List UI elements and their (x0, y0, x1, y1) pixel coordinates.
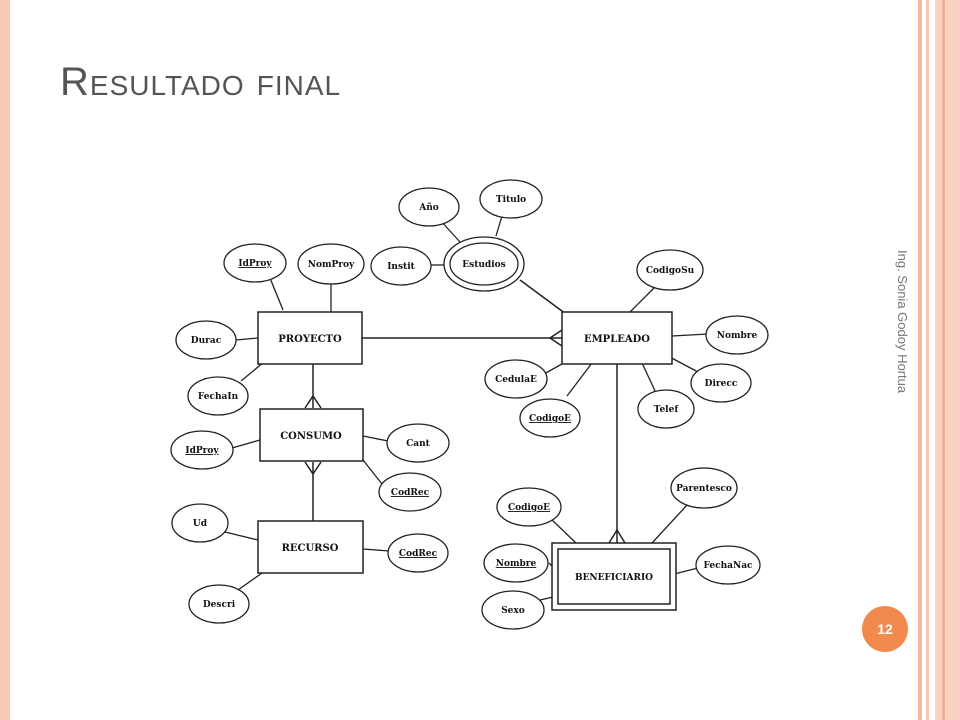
attribute-ellipse (479, 179, 543, 219)
attribute-line (651, 503, 689, 544)
attribute-line (629, 287, 655, 313)
attribute-label-nomproy: NomProy (308, 260, 355, 270)
attribute-ellipse (481, 590, 545, 630)
attribute-ellipse (170, 430, 234, 470)
entity-label-proyecto: PROYECTO (278, 334, 342, 345)
entity-box-empleado (561, 311, 673, 365)
left-border-bar (0, 0, 10, 720)
attribute-ellipse (188, 584, 250, 624)
relationship-lines (304, 279, 626, 544)
attribute-label-telef: Telef (654, 405, 680, 415)
attribute-line (673, 567, 699, 575)
crow-foot (304, 394, 322, 409)
attribute-line (566, 362, 593, 397)
attribute-ellipse (378, 472, 442, 512)
attribute-label-codigoe-key: CodigoE (529, 414, 571, 424)
attribute-line (671, 333, 709, 337)
weak-entity-inner-beneficiario (557, 548, 671, 605)
attribute-ellipse (386, 423, 450, 463)
attribute-label-sexo: Sexo (501, 606, 525, 616)
attribute-labels: Año Titulo Instit Estudios IdProy NomPro… (185, 195, 757, 616)
attribute-ellipses (170, 179, 769, 630)
attribute-line (240, 361, 265, 382)
attribute-ellipse (496, 487, 562, 527)
attribute-ellipse (705, 315, 769, 355)
attribute-label-codigoe-key: CodigoE (508, 503, 550, 513)
attribute-label-parentesco: Parentesco (676, 484, 732, 494)
entity-labels: PROYECTO EMPLEADO CONSUMO RECURSO BENEFI… (278, 334, 653, 583)
attribute-label-cedulae: CedulaE (495, 375, 537, 385)
attribute-line (224, 531, 259, 541)
attribute-ellipse (690, 363, 752, 403)
attribute-label-fechain: FechaIn (198, 392, 239, 402)
right-border-line (942, 0, 945, 720)
page-number-badge: 12 (862, 606, 908, 652)
entity-box-proyecto (257, 311, 363, 365)
attribute-label-titulo: Titulo (496, 195, 526, 205)
attribute-ellipse (187, 376, 249, 416)
attribute-label-direcc: Direcc (705, 379, 738, 389)
crow-foot (608, 528, 626, 544)
attribute-label-codigosu: CodigoSu (646, 266, 695, 276)
attribute-line (362, 459, 383, 485)
attribute-label-cant: Cant (406, 439, 431, 449)
attribute-line (362, 548, 390, 552)
attribute-label-nombre-key: Nombre (496, 559, 537, 569)
attribute-label-codrec-key: CodRec (399, 549, 438, 559)
right-border-bar (935, 0, 960, 720)
attribute-label-durac: Durac (191, 336, 222, 346)
entity-box-recurso (257, 520, 364, 574)
entity-box-consumo (259, 408, 364, 462)
attribute-label-anio: Año (418, 202, 439, 213)
attribute-line (641, 362, 657, 394)
attribute-line (269, 277, 284, 311)
attribute-label-idproy-key: IdProy (238, 259, 272, 269)
attribute-ellipse (387, 533, 449, 573)
attribute-ellipse (484, 359, 548, 399)
multivalued-attribute-inner (449, 242, 519, 286)
attribute-ellipse (398, 187, 460, 227)
attribute-ellipse (483, 543, 549, 583)
attribute-line (235, 337, 259, 341)
attribute-line (549, 517, 577, 544)
attribute-label-estudios: Estudios (462, 260, 505, 270)
attribute-label-descri: Descri (203, 600, 236, 610)
attribute-line (237, 572, 263, 591)
attribute-ellipse (370, 246, 432, 286)
crow-foot (548, 329, 563, 347)
attribute-ellipse (519, 398, 581, 438)
entity-label-consumo: CONSUMO (280, 431, 342, 442)
right-border-line (918, 0, 922, 720)
crow-foot (304, 461, 322, 476)
attribute-line (495, 215, 503, 237)
attribute-ellipse (695, 545, 761, 585)
attribute-ellipse (297, 243, 365, 285)
entity-label-recurso: RECURSO (282, 543, 339, 554)
attribute-ellipse (223, 243, 287, 283)
attribute-ellipse (175, 320, 237, 360)
attribute-label-ud: Ud (193, 519, 208, 529)
attribute-ellipse (637, 389, 695, 429)
attribute-label-fechanac: FechaNac (703, 561, 753, 571)
attribute-label-idproy-key: IdProy (185, 446, 219, 456)
attribute-label-nombre: Nombre (717, 331, 758, 341)
entity-label-beneficiario: BENEFICIARIO (575, 573, 653, 583)
attribute-label-instit: Instit (387, 262, 415, 272)
right-border-line (926, 0, 929, 720)
slide-title: Resultado final (60, 60, 342, 104)
attribute-ellipse (171, 503, 229, 543)
entities (257, 311, 677, 611)
attribute-label-codrec-key: CodRec (391, 488, 430, 498)
entity-label-empleado: EMPLEADO (584, 334, 650, 345)
attribute-ellipse (636, 249, 704, 291)
attribute-line (231, 439, 261, 449)
author-credit: Ing. Sonia Godoy Hortua (895, 250, 910, 394)
relationship-line (519, 279, 567, 315)
attribute-ellipse (670, 467, 738, 509)
attribute-line (362, 435, 389, 442)
